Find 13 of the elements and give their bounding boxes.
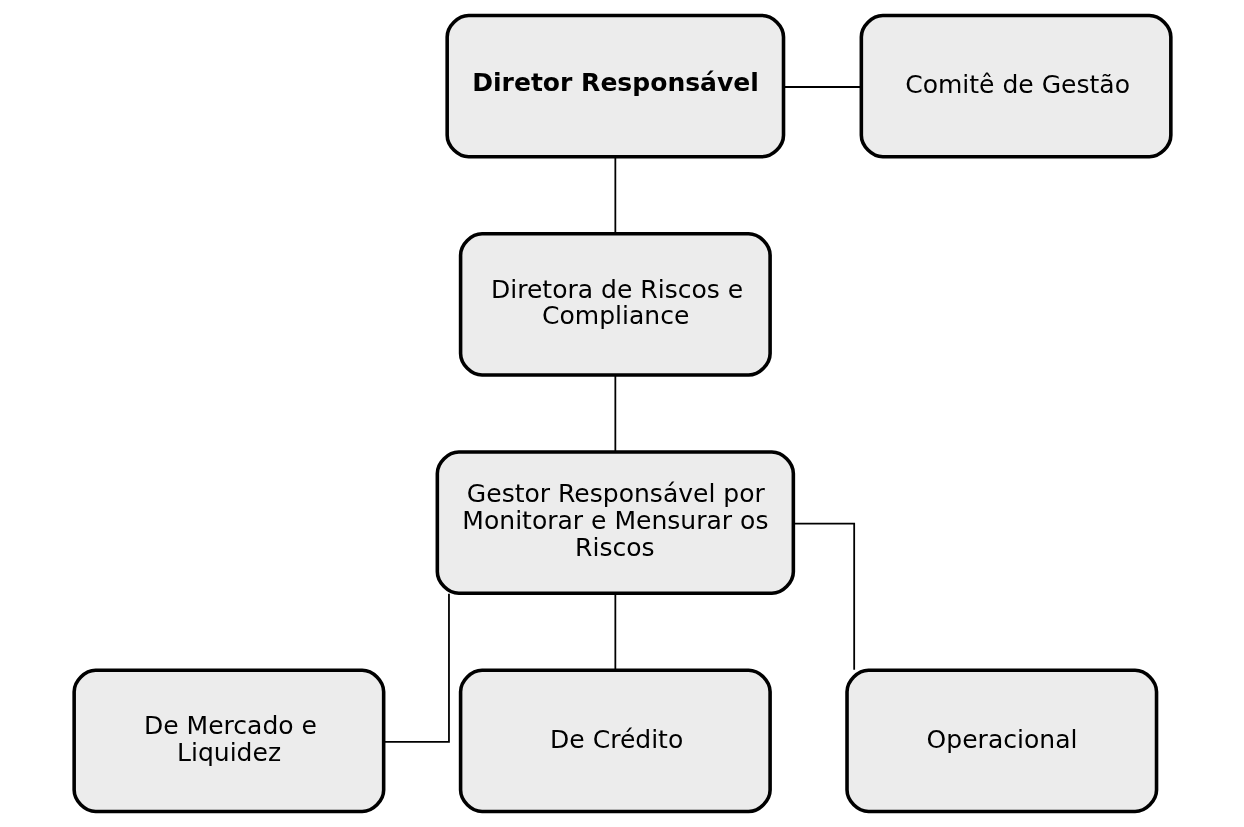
node-box: Operacional <box>844 668 1158 814</box>
connector <box>613 156 616 234</box>
connector <box>792 522 855 671</box>
connector <box>782 86 862 88</box>
node-box: Diretor Responsável <box>444 13 785 159</box>
node-box: Gestor Responsável por Monitorar e Mensurar os Riscos <box>435 450 795 596</box>
node-box: De Mercado e Liquidez <box>71 668 385 814</box>
connector <box>613 374 616 453</box>
connector <box>613 592 616 671</box>
connector <box>382 592 450 743</box>
node-box: De Crédito <box>458 668 772 814</box>
node-box: Diretora de Riscos e Compliance <box>458 231 772 377</box>
node-box: Comitê de Gestão <box>859 13 1173 159</box>
